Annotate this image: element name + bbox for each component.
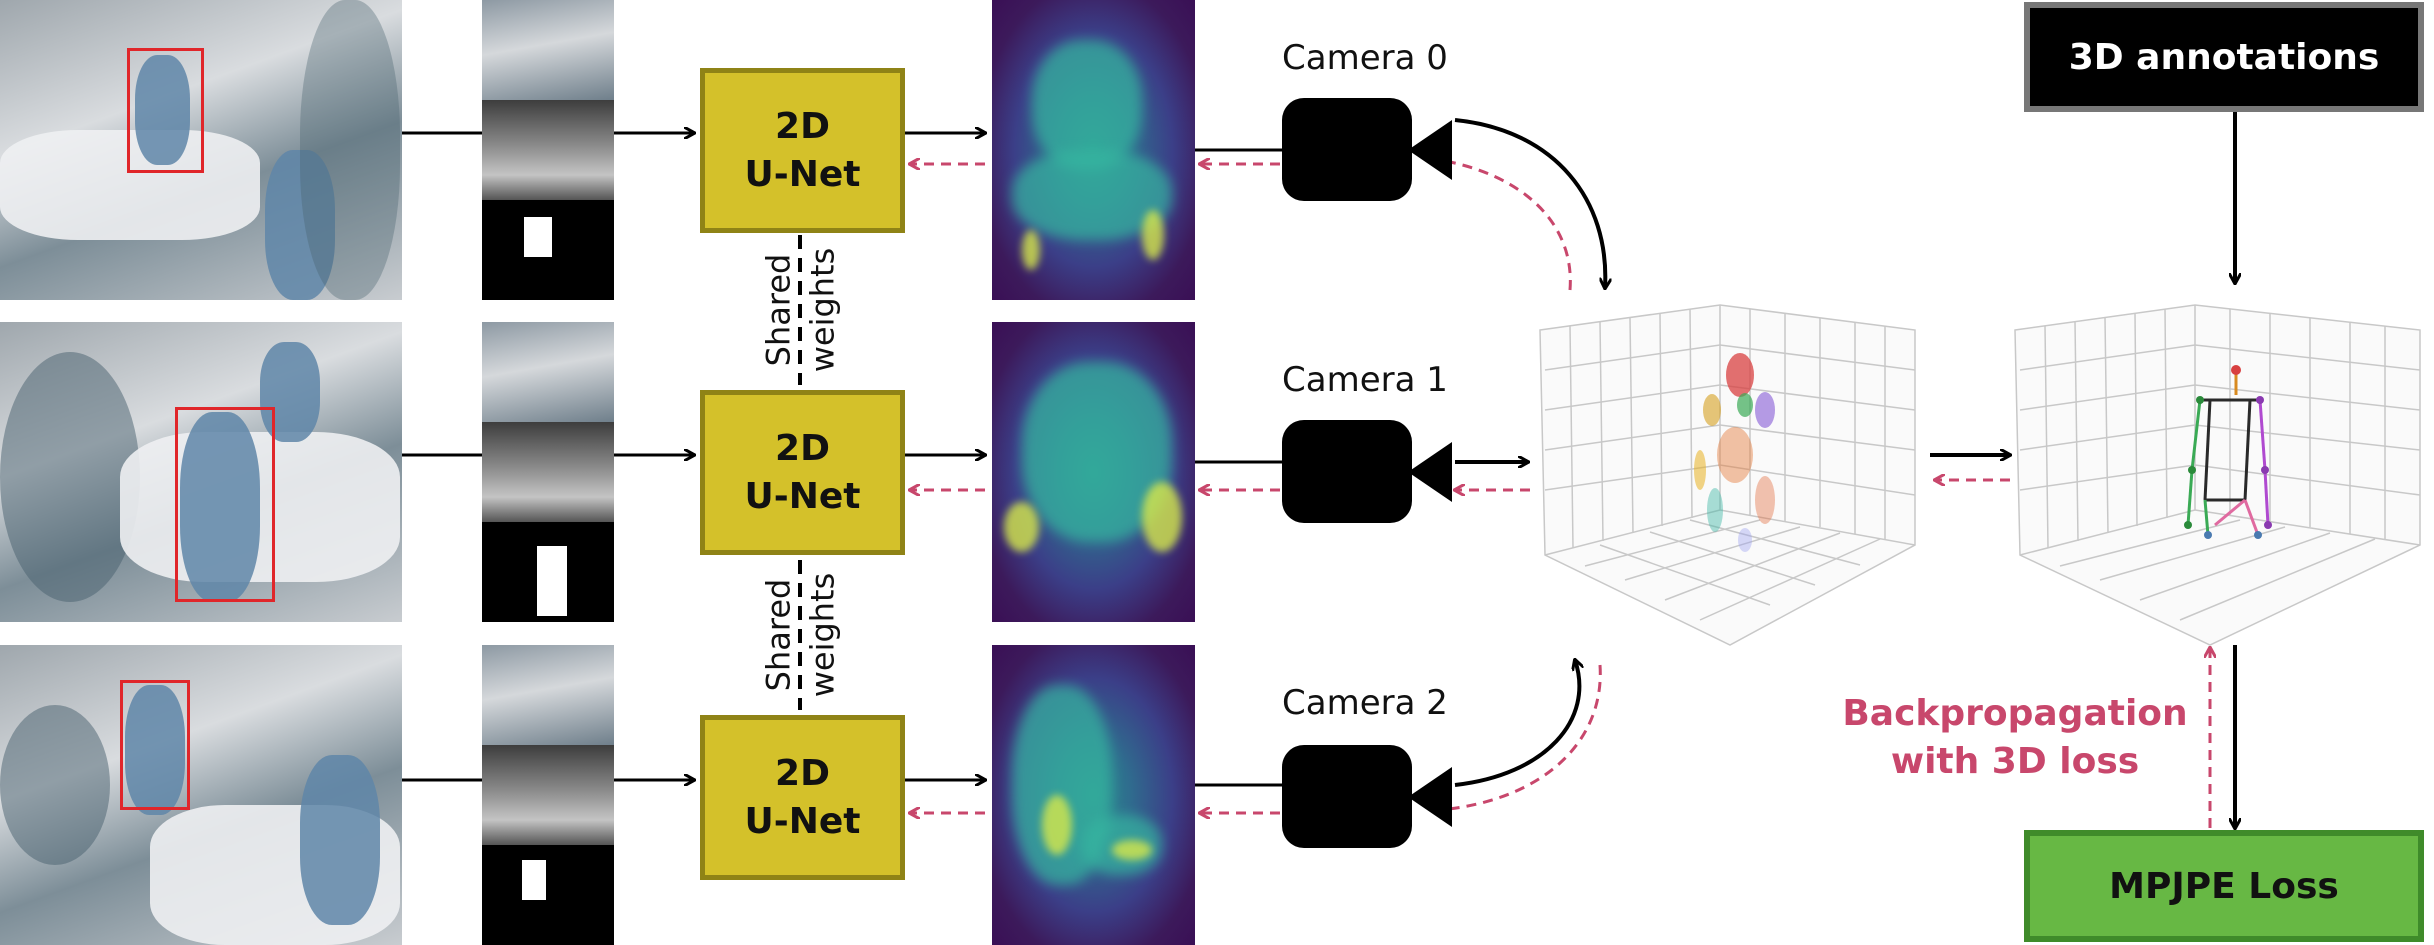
volume-grid: [1539, 304, 1916, 646]
camera-label-0: Camera 0: [1282, 38, 1448, 78]
camera1-thumb-mask: [482, 522, 614, 622]
camera0-thumb-rgb: [482, 0, 614, 100]
arrow-camera0-volume: [1454, 118, 1605, 288]
camera-label-1: Camera 1: [1282, 360, 1448, 400]
skeleton-figure: [2184, 365, 2272, 539]
shared-weights-line1: Shared: [759, 578, 797, 692]
camera1-photo: [0, 322, 402, 622]
skeleton-grid: [2014, 304, 2421, 646]
loss-box: MPJPE Loss: [2024, 830, 2424, 942]
camera2-photo: [0, 645, 402, 945]
shared-weights-line2: weights: [803, 247, 841, 373]
unet-label-line2: U-Net: [744, 475, 861, 517]
camera-icon-1: [1282, 420, 1452, 523]
annotations-box: 3D annotations: [2024, 2, 2424, 112]
camera2-thumb-depth: [482, 745, 614, 845]
camera1-thumb-depth: [482, 422, 614, 522]
person-bounding-box: [120, 680, 190, 810]
unet-label-line1: 2D: [775, 752, 830, 794]
unet-label-line2: U-Net: [744, 153, 861, 195]
camera-icon-2: [1282, 745, 1452, 848]
camera-icon-0: [1282, 98, 1452, 201]
shared-weights-line1: Shared: [759, 253, 797, 367]
dashed-volume-camera2: [1440, 664, 1602, 810]
backprop-line2: with 3D loss: [1890, 741, 2140, 782]
shared-weights-label-1: Shared weights: [725, 573, 875, 698]
dashed-volume-camera0: [1440, 160, 1572, 291]
camera0-thumb-mask: [482, 200, 614, 300]
person-bounding-box: [175, 407, 275, 602]
person-bounding-box: [127, 48, 204, 173]
arrow-camera2-volume: [1454, 660, 1579, 787]
volume-point-cloud: [1694, 353, 1775, 552]
unet-label-line2: U-Net: [744, 800, 861, 842]
camera2-heatmap: [992, 645, 1195, 945]
unet-label-line1: 2D: [775, 427, 830, 469]
backprop-line1: Backpropagation: [1842, 693, 2188, 734]
camera2-thumb-mask: [482, 845, 614, 945]
backprop-label: Backpropagation with 3D loss: [1835, 690, 2195, 786]
camera1-heatmap: [992, 322, 1195, 622]
shared-weights-line2: weights: [803, 572, 841, 698]
camera-label-2: Camera 2: [1282, 683, 1448, 723]
camera0-thumb-depth: [482, 100, 614, 200]
unet-label-line1: 2D: [775, 105, 830, 147]
unet-box-2: 2D U-Net: [700, 715, 905, 880]
camera0-heatmap: [992, 0, 1195, 300]
camera1-thumb-rgb: [482, 322, 614, 422]
shared-weights-label-0: Shared weights: [725, 248, 875, 373]
camera0-photo: [0, 0, 402, 300]
unet-box-1: 2D U-Net: [700, 390, 905, 555]
unet-box-0: 2D U-Net: [700, 68, 905, 233]
camera2-thumb-rgb: [482, 645, 614, 745]
